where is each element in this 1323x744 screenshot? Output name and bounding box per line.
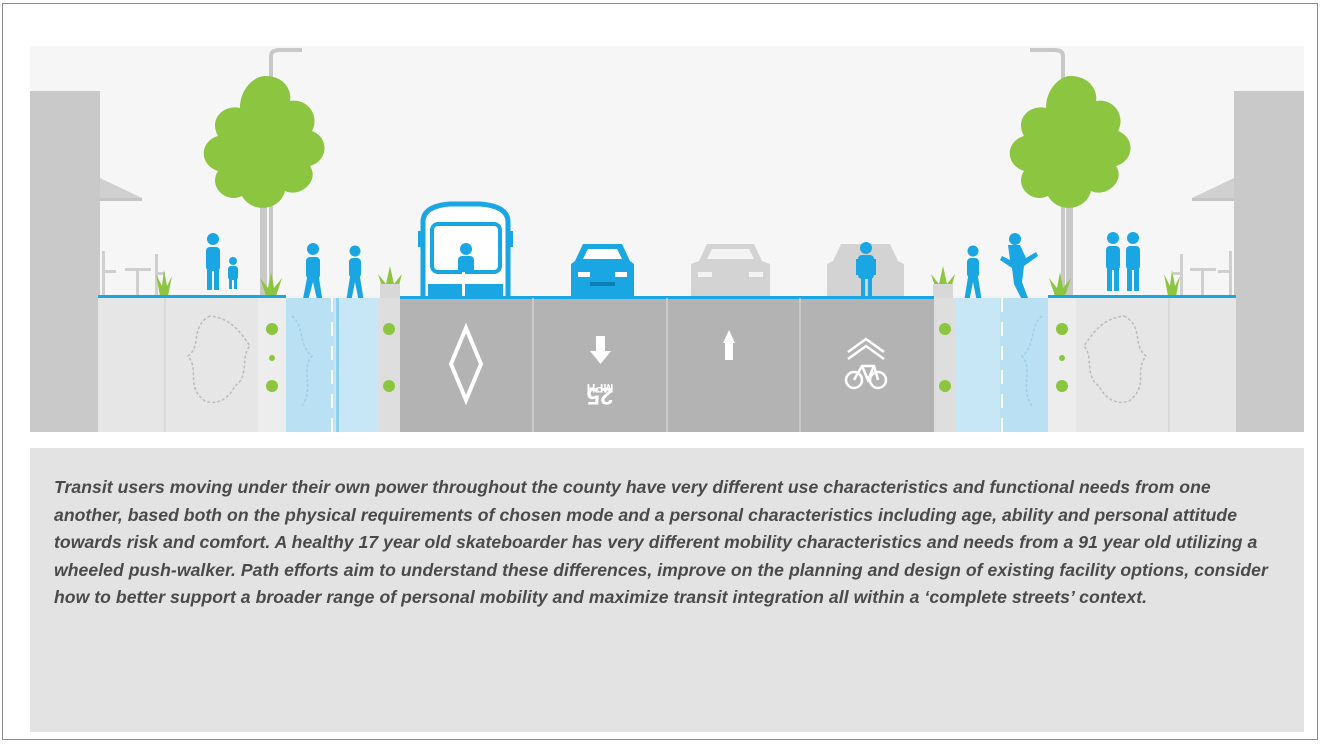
- street-cross-section-diagram: MPH 25: [30, 46, 1304, 432]
- diamond-symbol-icon: [448, 322, 484, 406]
- left-street-lamp: [269, 48, 302, 296]
- cyclist: [827, 242, 904, 302]
- blue-car: [571, 244, 634, 302]
- right-tree: [1009, 76, 1131, 296]
- left-median: [378, 298, 400, 432]
- right-sidewalk: [1048, 298, 1236, 432]
- left-tree: [203, 76, 325, 296]
- left-sidewalk: [98, 298, 286, 432]
- right-cafe-seating: [1173, 251, 1232, 296]
- down-arrow-icon: [590, 336, 611, 364]
- right-street-lamp: [1030, 48, 1065, 296]
- caption-box: Transit users moving under their own pow…: [30, 448, 1304, 732]
- transit-bus: [418, 201, 513, 307]
- left-building: [30, 91, 142, 432]
- right-median: [934, 298, 956, 432]
- gray-car: [691, 244, 770, 302]
- speed-limit-number: 25: [587, 382, 614, 409]
- speed-limit-unit: MPH: [587, 381, 614, 395]
- caption-text: Transit users moving under their own pow…: [54, 477, 1268, 608]
- speed-limit-marking: MPH 25: [587, 381, 614, 409]
- up-arrow-icon: [723, 330, 735, 360]
- bicycle-sharrow-icon: [844, 337, 888, 390]
- figure-frame: MPH 25 Transit users moving under their …: [2, 3, 1318, 740]
- right-cycle-track: [956, 298, 1048, 432]
- roadway: [400, 296, 934, 432]
- right-building: [1192, 91, 1304, 432]
- left-cycle-track: [286, 298, 378, 432]
- pedestrians: [206, 232, 1140, 304]
